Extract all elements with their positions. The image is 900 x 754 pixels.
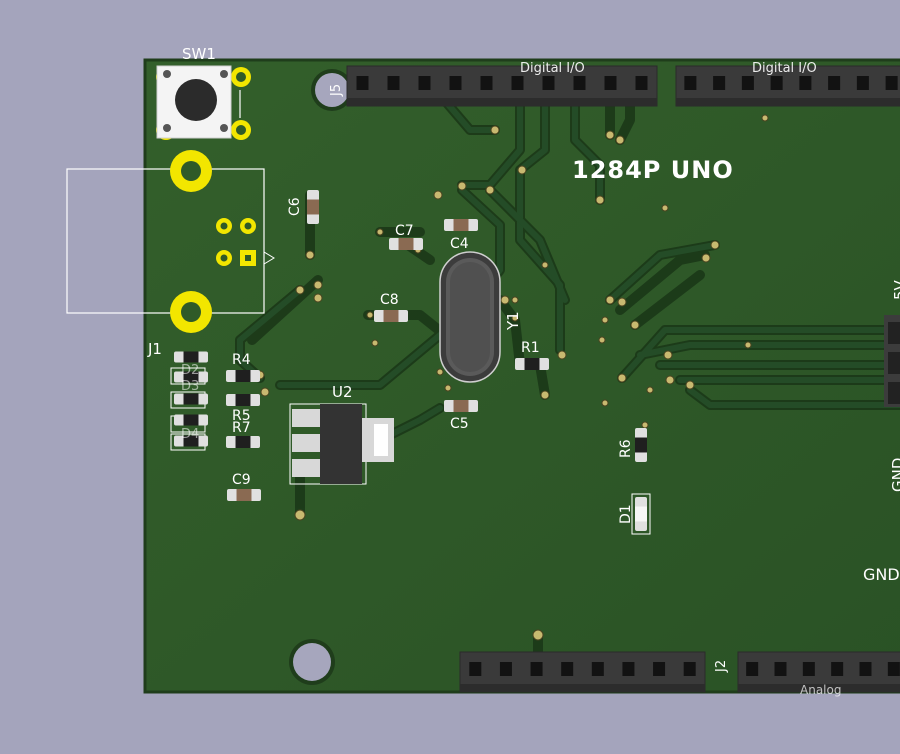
- header-pin-socket: [530, 662, 543, 676]
- header-pin-socket: [887, 662, 900, 676]
- label-u2: U2: [332, 383, 353, 401]
- label-c6: C6: [287, 197, 303, 216]
- smd-part: [374, 310, 408, 322]
- header-pin-socket: [387, 76, 400, 90]
- label-d3: D3: [181, 379, 199, 394]
- label-5v-partial: 5V: [891, 279, 900, 300]
- label-r4: R4: [232, 352, 251, 368]
- switch-sw1: [156, 65, 251, 140]
- label-d1: D1: [618, 504, 634, 524]
- label-c4: C4: [450, 236, 469, 252]
- label-c8: C8: [380, 292, 399, 308]
- silkscreen-outline: [631, 493, 651, 535]
- smd-part: [226, 370, 260, 382]
- header-pin-socket: [859, 662, 872, 676]
- header-pin-socket: [746, 662, 759, 676]
- header-pin-socket: [469, 662, 482, 676]
- smd-part: [174, 351, 208, 363]
- header-pin-socket: [802, 662, 815, 676]
- smd-part: [174, 393, 208, 405]
- header-pin-socket: [499, 662, 512, 676]
- header-pin-socket: [622, 662, 635, 676]
- smd-part: [174, 414, 208, 426]
- label-r7: R7: [232, 420, 251, 436]
- label-r6: R6: [618, 439, 634, 458]
- header-pin-socket: [799, 76, 812, 90]
- smd-part: [226, 394, 260, 406]
- smd-part: [515, 358, 549, 370]
- header-pin-socket: [573, 76, 586, 90]
- header-pin-socket: [356, 76, 369, 90]
- header-pin-socket: [604, 76, 617, 90]
- vias: [255, 114, 769, 641]
- label-digital-b: Digital I/O: [752, 61, 817, 76]
- header-right-partial: [884, 315, 900, 407]
- header-pin-socket: [770, 76, 783, 90]
- smd-part: [226, 436, 260, 448]
- mounting-hole-bottom: [289, 639, 335, 685]
- smd-part: [444, 400, 478, 412]
- header-pin-socket: [480, 76, 493, 90]
- board-title: 1284P UNO: [572, 156, 734, 184]
- smd-part: [174, 371, 208, 383]
- label-gnd-vertical: GND: [889, 458, 900, 492]
- header-bottom-a: [459, 651, 706, 693]
- smd-part: [227, 489, 261, 501]
- label-j5: J5: [329, 84, 344, 97]
- header-pin-socket: [831, 662, 844, 676]
- mounting-hole-top: [311, 69, 353, 111]
- header-pin-socket: [591, 662, 604, 676]
- label-j1: J1: [147, 340, 162, 358]
- label-gnd-horizontal: GND: [863, 565, 900, 584]
- label-j2: J2: [714, 660, 729, 673]
- header-pin-socket: [885, 76, 898, 90]
- smd-part: [174, 435, 208, 447]
- label-digital-a: Digital I/O: [520, 61, 585, 76]
- label-sw1: SW1: [182, 45, 216, 63]
- header-pin-socket: [542, 76, 555, 90]
- label-c7: C7: [395, 223, 414, 239]
- header-pin-socket: [449, 76, 462, 90]
- header-pin-socket: [684, 76, 697, 90]
- label-d4: D4: [181, 427, 199, 442]
- smd-part: [635, 428, 647, 462]
- regulator-u2: [289, 403, 394, 485]
- triangle-marker-icon: [263, 251, 275, 265]
- label-analog: Analog: [800, 683, 841, 697]
- label-r5: R5: [232, 408, 251, 424]
- smd-part: [635, 497, 647, 531]
- header-pin-socket: [418, 76, 431, 90]
- header-j5: [346, 65, 658, 107]
- header-pin-socket: [683, 662, 696, 676]
- crystal-y1: [439, 251, 501, 383]
- header-pin-socket: [561, 662, 574, 676]
- header-pin-socket: [713, 76, 726, 90]
- header-digital-b: [675, 65, 900, 107]
- smd-part: [389, 238, 423, 250]
- header-pin-socket: [653, 662, 666, 676]
- label-c9: C9: [232, 472, 251, 488]
- header-pin-socket: [856, 76, 869, 90]
- smd-part: [307, 190, 319, 224]
- header-pin-socket: [635, 76, 648, 90]
- label-c5: C5: [450, 416, 469, 432]
- label-d2: D2: [181, 363, 199, 378]
- label-r1: R1: [521, 340, 540, 356]
- header-pin-socket: [741, 76, 754, 90]
- smd-components: [170, 190, 651, 535]
- header-pin-socket: [511, 76, 524, 90]
- header-pin-socket: [774, 662, 787, 676]
- smd-part: [444, 219, 478, 231]
- label-y1: Y1: [504, 311, 522, 331]
- connector-j1: [66, 150, 275, 333]
- header-j2: [737, 651, 900, 693]
- header-pin-socket: [828, 76, 841, 90]
